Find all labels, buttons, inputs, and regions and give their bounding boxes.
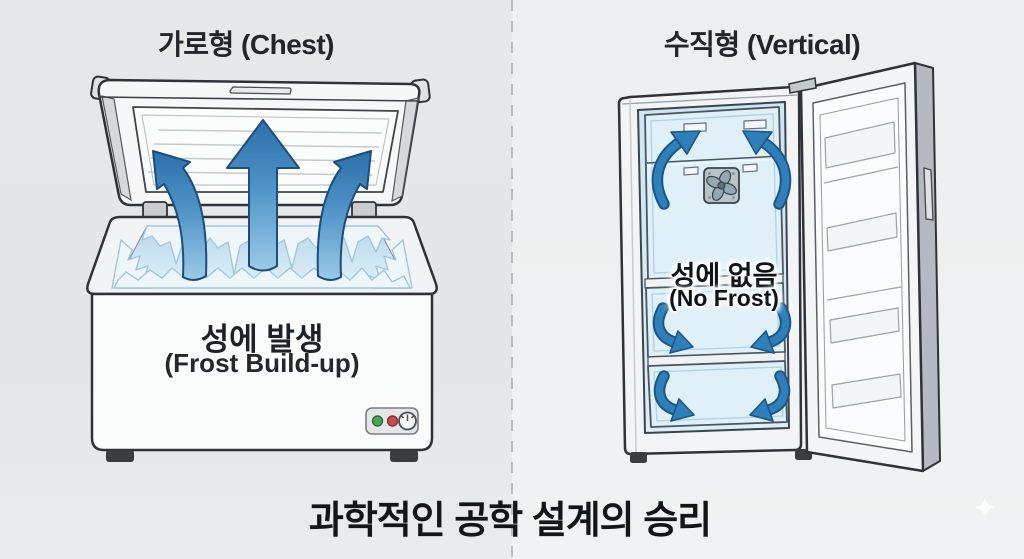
lid-handle (229, 86, 292, 95)
door-inner-panel (812, 82, 913, 453)
control-panel (365, 407, 419, 435)
door-bins (823, 121, 902, 409)
green-indicator-icon (371, 415, 384, 427)
hinge-left (142, 201, 168, 219)
up-arrow-left-icon (152, 150, 208, 281)
open-door (788, 61, 941, 473)
door-hinge (788, 77, 817, 94)
chest-foot-right (390, 450, 418, 462)
cabinet-left-edge (629, 99, 637, 453)
door-handle (923, 167, 934, 221)
left-panel-title: 가로형 (Chest) (157, 29, 335, 60)
up-arrow-icons (152, 119, 372, 281)
lid-top-band (99, 96, 421, 102)
chest-foot-left (106, 450, 134, 462)
lid-inner-frame-2 (141, 114, 390, 186)
no-frost-label-ko: 성에 없음 (670, 261, 778, 291)
lid-side-left (101, 95, 132, 202)
sparkle-icon: ✦ (972, 492, 998, 526)
up-arrow-right-icon (316, 150, 372, 281)
frost-buildup-label-en: (Frost Build-up) (164, 348, 360, 378)
frost-buildup-label-ko: 성에 발생 (200, 322, 324, 357)
chest-freezer (86, 75, 438, 462)
fan-icon (703, 167, 740, 204)
circulation-arrow-icons (651, 130, 792, 422)
vent-slots (683, 119, 767, 176)
red-indicator-icon (386, 415, 399, 427)
dashed-divider (511, 0, 513, 559)
right-panel-title: 수직형 (Vertical) (663, 29, 861, 60)
cabinet-top-edge (621, 94, 798, 105)
footer-caption: 과학적인 공학 설계의 승리 (308, 500, 712, 542)
lid-side-right (391, 97, 419, 203)
hinge-right (351, 201, 377, 219)
vertical-foot-left (630, 452, 647, 463)
chest-body (90, 292, 434, 452)
up-arrow-center-icon (226, 119, 300, 272)
no-frost-label-en: (No Frost) (669, 285, 779, 311)
vertical-freezer (617, 61, 941, 473)
